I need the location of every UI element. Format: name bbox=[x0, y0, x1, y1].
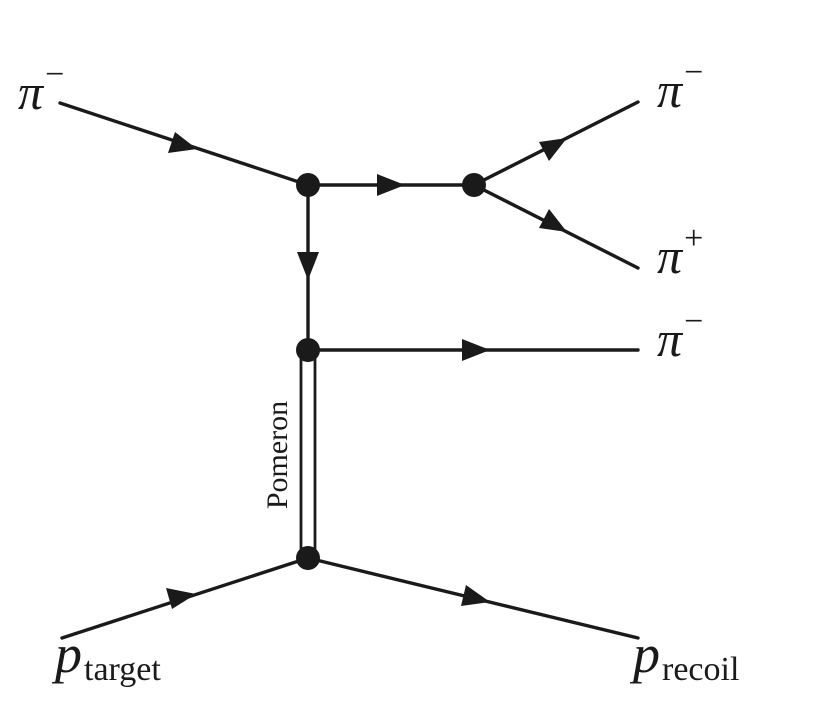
vertex-lower bbox=[296, 546, 320, 570]
label-incoming-pion: π− bbox=[18, 56, 64, 120]
target-symbol: p bbox=[51, 624, 82, 684]
out-pion-plus-symbol: π bbox=[657, 228, 684, 284]
arrow-incoming-pion bbox=[168, 132, 197, 153]
recoil-subscript: recoil bbox=[662, 651, 739, 688]
label-out-pion-plus: π+ bbox=[657, 220, 703, 284]
target-subscript: target bbox=[84, 651, 161, 688]
out-pion-upper-charge: − bbox=[684, 54, 703, 91]
arrow-recoil-proton bbox=[461, 585, 490, 606]
incoming-pion-charge: − bbox=[45, 56, 64, 93]
out-pion-middle-symbol: π bbox=[657, 311, 684, 367]
label-out-pion-middle: π− bbox=[657, 303, 703, 367]
arrow-exchanged-pion bbox=[297, 252, 319, 280]
pomeron-label: Pomeron bbox=[261, 401, 294, 509]
label-target-proton: ptarget bbox=[51, 624, 161, 688]
arrow-middle-out-pion bbox=[462, 339, 490, 361]
label-recoil-proton: precoil bbox=[629, 624, 739, 688]
arrow-upper-horizontal bbox=[377, 174, 405, 196]
label-out-pion-upper: π− bbox=[657, 54, 703, 118]
vertex-middle bbox=[296, 338, 320, 362]
out-pion-upper-symbol: π bbox=[657, 62, 684, 118]
recoil-symbol: p bbox=[629, 624, 660, 684]
arrow-target-proton bbox=[166, 588, 196, 609]
arrow-upper-out-plus bbox=[539, 209, 567, 232]
out-pion-plus-charge: + bbox=[684, 220, 703, 257]
out-pion-middle-charge: − bbox=[684, 303, 703, 340]
arrow-upper-out-minus bbox=[539, 138, 567, 161]
vertex-upper-right bbox=[462, 173, 486, 197]
incoming-pion-symbol: π bbox=[18, 64, 45, 120]
vertex-upper-left bbox=[296, 173, 320, 197]
